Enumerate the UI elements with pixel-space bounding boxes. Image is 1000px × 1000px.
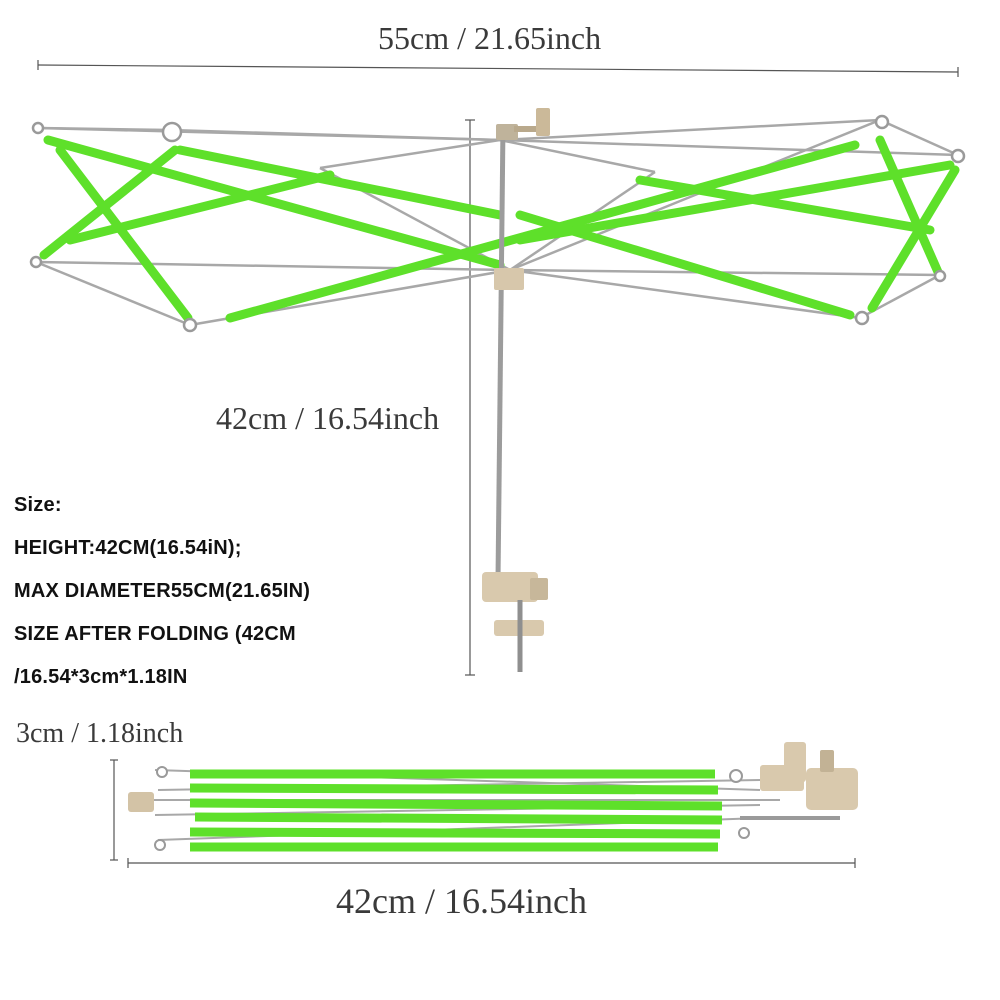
spec-line-folded-size-cont: /16.54*3cm*1.18IN	[14, 666, 188, 688]
height-dimension-label: 42cm / 16.54inch	[216, 400, 440, 436]
size-specs: Size: HEIGHT:42CM(16.54iN); MAX DIAMETER…	[14, 484, 310, 699]
open-swift-green-arms	[39, 135, 960, 323]
max-diameter-dimension-label: 55cm / 21.65inch	[378, 20, 602, 56]
crank-handle	[536, 108, 550, 136]
spec-line-height: HEIGHT:42CM(16.54iN);	[14, 537, 242, 559]
table-clamp	[482, 572, 538, 602]
open-swift-ring-joints	[29, 114, 966, 333]
size-specs-heading: Size:	[14, 494, 62, 516]
folded-length-dimension-label: 42cm / 16.54inch	[336, 881, 587, 921]
folded-swift	[128, 742, 858, 852]
spec-line-max-diameter: MAX DIAMETER55CM(21.65IN)	[14, 580, 311, 602]
open-swift-pole	[482, 108, 550, 672]
folded-thickness-dimension-label: 3cm / 1.18inch	[16, 718, 184, 749]
spec-line-folded-size: SIZE AFTER FOLDING (42CM	[14, 623, 296, 645]
